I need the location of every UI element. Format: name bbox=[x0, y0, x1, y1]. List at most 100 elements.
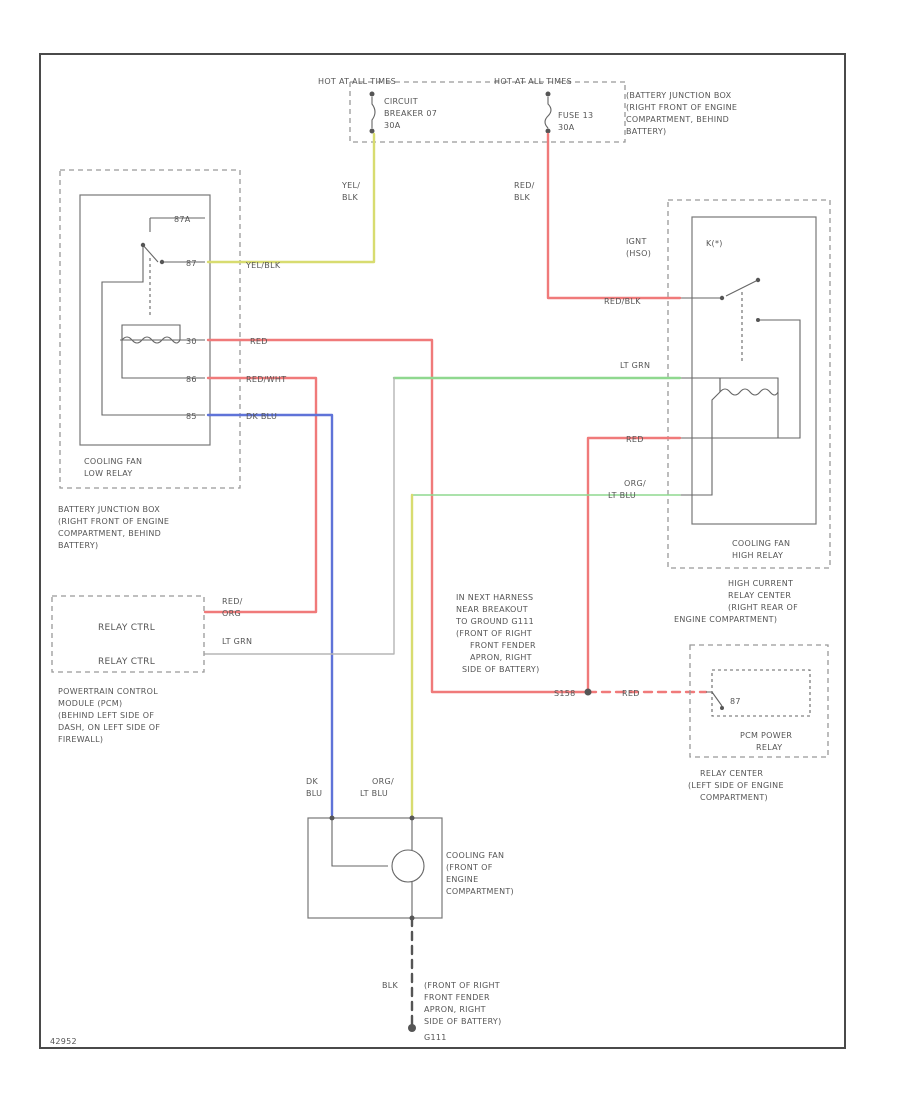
cb-label-2: BREAKER 07 bbox=[384, 109, 437, 118]
wire-yel-blk bbox=[206, 132, 376, 264]
low-relay-location-4: BATTERY) bbox=[58, 541, 98, 550]
wire-labels: YEL/ BLK YEL/BLK RED/ BLK RED/BLK RED RE… bbox=[245, 181, 650, 990]
pcm-relay-location-3: COMPARTMENT) bbox=[700, 793, 768, 802]
high-relay-location-3: (RIGHT REAR OF bbox=[728, 603, 798, 612]
label-lt-grn: LT GRN bbox=[620, 361, 650, 370]
footer-code: 42952 bbox=[50, 1037, 77, 1046]
cb-terminal-top bbox=[369, 91, 375, 97]
splice-id: S158 bbox=[554, 689, 576, 698]
ground-id: G111 bbox=[424, 1033, 447, 1042]
pcm-wire-red: RED/ bbox=[222, 597, 243, 606]
label-org-v: ORG/ bbox=[372, 777, 394, 786]
ground-g111: (FRONT OF RIGHT FRONT FENDER APRON, RIGH… bbox=[408, 981, 502, 1042]
bjb-caption-1: (BATTERY JUNCTION BOX bbox=[626, 91, 732, 100]
label-yel-blk-h: YEL/BLK bbox=[245, 261, 281, 270]
low-relay-pin-30: 30 bbox=[186, 337, 197, 346]
high-relay-ign: IGNT bbox=[626, 237, 647, 246]
wire-red-high bbox=[586, 436, 682, 694]
pcm-relay-ctrl-1: RELAY CTRL bbox=[98, 623, 155, 633]
splice-note-5: FRONT FENDER bbox=[470, 641, 536, 650]
bjb-caption-4: BATTERY) bbox=[626, 127, 666, 136]
wire-lt-grn-gray bbox=[204, 377, 395, 655]
fuse-label-1: FUSE 13 bbox=[558, 111, 593, 120]
pcm-relay-name-2: RELAY bbox=[756, 743, 783, 752]
hot-label-right: HOT AT ALL TIMES bbox=[494, 77, 572, 86]
label-red-main: RED bbox=[250, 337, 268, 346]
high-relay-ign-2: (HSO) bbox=[626, 249, 651, 258]
pcm-relay-pin: 87 bbox=[730, 697, 741, 706]
fan-label-2: (FRONT OF bbox=[446, 863, 493, 872]
high-relay-name-1: COOLING FAN bbox=[732, 539, 790, 548]
fan-label-1: COOLING FAN bbox=[446, 851, 504, 860]
label-red: RED/ bbox=[514, 181, 535, 190]
ground-label-3: APRON, RIGHT bbox=[424, 1005, 486, 1014]
label-lt-blu-v: LT BLU bbox=[360, 789, 388, 798]
hot-label-left: HOT AT ALL TIMES bbox=[318, 77, 396, 86]
pcm-wire-org: ORG bbox=[222, 609, 241, 618]
wire-dk-blu bbox=[206, 413, 334, 817]
label-yel-blk: BLK bbox=[342, 193, 359, 202]
splice-note-7: SIDE OF BATTERY) bbox=[462, 665, 540, 674]
cb-label-3: 30A bbox=[384, 121, 401, 130]
fuse-symbol bbox=[544, 97, 552, 129]
pcm-relay-location-1: RELAY CENTER bbox=[700, 769, 763, 778]
label-red-blk: BLK bbox=[514, 193, 531, 202]
label-blk: BLK bbox=[382, 981, 399, 990]
low-relay-pin-85: 85 bbox=[186, 412, 197, 421]
label-red-high: RED bbox=[626, 435, 644, 444]
fuse-label-2: 30A bbox=[558, 123, 575, 132]
wire-red-blk bbox=[546, 132, 682, 300]
pcm-power-relay: 87 PCM POWER RELAY RELAY CENTER (LEFT SI… bbox=[688, 644, 829, 802]
cooling-fan-high-relay: IGNT (HSO) K(*) COOLING FAN HIGH RELAY H… bbox=[626, 199, 831, 624]
splice-note-6: APRON, RIGHT bbox=[470, 653, 532, 662]
low-relay-pin-87: 87 bbox=[186, 259, 197, 268]
label-red-dashed: RED bbox=[622, 689, 640, 698]
wire-red-wht bbox=[203, 376, 318, 614]
cooling-fan-low-relay: 87A 87 30 86 85 COOLING FAN LOW RELAY BA… bbox=[58, 169, 241, 550]
wire-red-main bbox=[206, 338, 590, 694]
splice-s158: IN NEXT HARNESS NEAR BREAKOUT TO GROUND … bbox=[455, 593, 592, 698]
fuse-block: HOT AT ALL TIMES HOT AT ALL TIMES CIRCUI… bbox=[318, 77, 737, 143]
cb-label-1: CIRCUIT bbox=[384, 97, 418, 106]
cb-terminal-bottom bbox=[369, 128, 375, 134]
fan-label-3: ENGINE bbox=[446, 875, 478, 884]
wires bbox=[203, 132, 708, 1027]
diagram-frame bbox=[39, 53, 846, 1049]
label-yel: YEL/ bbox=[341, 181, 360, 190]
high-relay-name-2: HIGH RELAY bbox=[732, 551, 783, 560]
cooling-fan-motor: COOLING FAN (FRONT OF ENGINE COMPARTMENT… bbox=[307, 815, 514, 921]
high-relay-location-4: ENGINE COMPARTMENT) bbox=[674, 615, 777, 624]
splice-note-3: TO GROUND G111 bbox=[455, 617, 534, 626]
label-blu: BLU bbox=[306, 789, 322, 798]
label-dk: DK bbox=[306, 777, 318, 786]
splice-note-4: (FRONT OF RIGHT bbox=[456, 629, 532, 638]
splice-note-2: NEAR BREAKOUT bbox=[456, 605, 528, 614]
fuse-terminal-top bbox=[545, 91, 551, 97]
ground-icon bbox=[408, 1024, 416, 1032]
high-relay-k: K(*) bbox=[706, 239, 723, 248]
circuit-breaker-symbol bbox=[371, 97, 376, 128]
pcm-location-1: POWERTRAIN CONTROL bbox=[58, 687, 158, 696]
fuse-terminal-bottom bbox=[545, 128, 551, 134]
label-red-blk-h: RED/BLK bbox=[604, 297, 641, 306]
label-org-lt-blu: LT BLU bbox=[608, 491, 636, 500]
label-org: ORG/ bbox=[624, 479, 646, 488]
low-relay-pin-86: 86 bbox=[186, 375, 197, 384]
fan-label-4: COMPARTMENT) bbox=[446, 887, 514, 896]
pcm-location-5: FIREWALL) bbox=[58, 735, 103, 744]
low-relay-name-1: COOLING FAN bbox=[84, 457, 142, 466]
label-dk-blu: DK BLU bbox=[246, 412, 277, 421]
low-relay-location-3: COMPARTMENT, BEHIND bbox=[58, 529, 161, 538]
bjb-caption-3: COMPARTMENT, BEHIND bbox=[626, 115, 729, 124]
pcm-module: RELAY CTRL RELAY CTRL RED/ ORG LT GRN PO… bbox=[51, 595, 252, 744]
high-relay-location-2: RELAY CENTER bbox=[728, 591, 791, 600]
pcm-relay-ctrl-2: RELAY CTRL bbox=[98, 657, 155, 667]
pcm-wire-lt-grn: LT GRN bbox=[222, 637, 252, 646]
ground-label-2: FRONT FENDER bbox=[424, 993, 490, 1002]
low-relay-pin-87a: 87A bbox=[174, 215, 191, 224]
low-relay-location-1: BATTERY JUNCTION BOX bbox=[58, 505, 160, 514]
high-relay-location-1: HIGH CURRENT bbox=[728, 579, 793, 588]
pcm-location-4: DASH, ON LEFT SIDE OF bbox=[58, 723, 160, 732]
ground-label-4: SIDE OF BATTERY) bbox=[424, 1017, 502, 1026]
